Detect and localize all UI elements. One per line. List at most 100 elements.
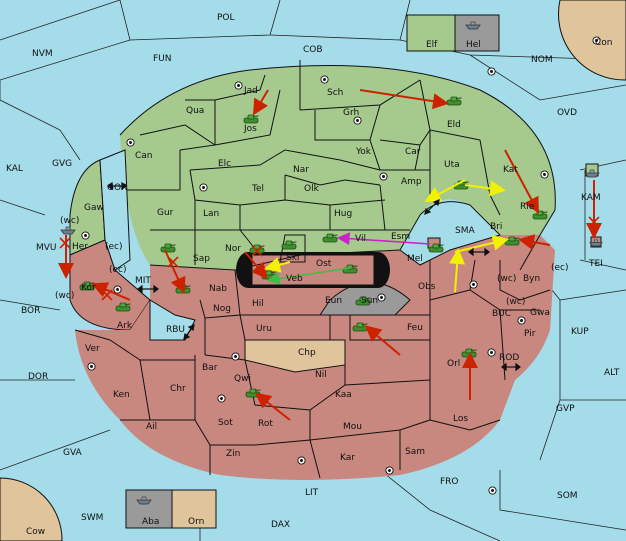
- box-bottom-left-label: Aba: [142, 517, 159, 527]
- label-ken: Ken: [113, 390, 130, 400]
- label-som: SOM: [557, 491, 578, 501]
- province-cow[interactable]: [0, 477, 63, 541]
- green-territory[interactable]: [120, 65, 556, 271]
- supply-center-icon: [320, 75, 329, 84]
- two-way-arrow-icon: [468, 247, 490, 257]
- supply-center-icon: [199, 183, 208, 192]
- label-tei: TEI: [588, 259, 603, 269]
- label-jad: Jad: [243, 86, 258, 96]
- box-bottom-left[interactable]: [125, 489, 173, 529]
- label-gvg: GVG: [52, 159, 72, 169]
- label-chr: Chr: [170, 384, 186, 394]
- label-vil: Vil: [355, 234, 366, 244]
- label-gaw: Gaw: [84, 203, 104, 213]
- supply-center-icon: [87, 362, 96, 371]
- label-nil: Nil: [315, 370, 327, 380]
- label-jos: Jos: [243, 124, 257, 134]
- supply-center-icon: [517, 316, 526, 325]
- box-top-left[interactable]: [406, 14, 456, 52]
- province-con[interactable]: [558, 0, 626, 81]
- supply-center-icon: [217, 394, 226, 403]
- label-rot: Rot: [258, 419, 273, 429]
- supply-center-icon: [540, 170, 549, 179]
- label-nar: Nar: [293, 165, 309, 175]
- label-sap: Sap: [193, 254, 210, 264]
- label-pir: Pir: [524, 329, 536, 339]
- box-bottom-right[interactable]: [171, 489, 217, 529]
- supply-center-icon: [487, 348, 496, 357]
- label-kam: KAM: [581, 193, 601, 203]
- coast-tag: (wc): [55, 291, 74, 301]
- label-bor: BOR: [21, 306, 40, 316]
- label-cow: Cow: [26, 527, 45, 537]
- label-gur: Gur: [157, 208, 174, 218]
- label-ver: Ver: [85, 344, 100, 354]
- label-kar: Kar: [340, 453, 355, 463]
- supply-center-icon: [297, 456, 306, 465]
- label-ark: Ark: [117, 321, 133, 331]
- label-veb: Veb: [286, 274, 303, 284]
- label-cob: COB: [303, 45, 323, 55]
- label-sam: Sam: [405, 447, 425, 457]
- coast-tag: (wc): [506, 297, 525, 307]
- orders: [58, 89, 602, 421]
- box-bottom-right-label: Orn: [188, 517, 204, 527]
- province-labels: POL NVM FUN COB NOM OVD KAL GVG GOR MIT …: [6, 13, 620, 537]
- box-bottom: Aba Orn: [125, 489, 217, 529]
- label-obs: Obs: [418, 282, 436, 292]
- box-top-right-label: Hel: [466, 40, 481, 50]
- label-byn: Byn: [523, 274, 540, 284]
- sea-sma[interactable]: [399, 201, 501, 266]
- failed-order-icon: [101, 289, 113, 301]
- label-gor: GOR: [107, 183, 127, 193]
- label-sma: SMA: [455, 226, 475, 236]
- supply-center-icon: [385, 466, 394, 475]
- label-gva: GVA: [63, 448, 83, 458]
- label-mel: Mel: [407, 254, 423, 264]
- label-bri: Bri: [490, 222, 502, 232]
- supply-center-icon: [487, 67, 496, 76]
- box-top-right[interactable]: [454, 14, 500, 52]
- label-olk: Olk: [304, 184, 320, 194]
- label-sun: Sun: [361, 296, 378, 306]
- supply-center-icon: [379, 172, 388, 181]
- supply-center-icon: [234, 81, 243, 90]
- label-amp: Amp: [401, 177, 422, 187]
- label-grh: Grh: [343, 108, 359, 118]
- label-yok: Yok: [355, 147, 372, 157]
- failed-order-icon: [59, 237, 71, 249]
- failed-order-icon: [167, 256, 179, 268]
- label-mou: Mou: [343, 422, 362, 432]
- label-her: Her: [72, 242, 88, 252]
- label-fun: FUN: [153, 54, 172, 64]
- label-nom: NOM: [531, 55, 553, 65]
- label-nor: Nor: [225, 244, 241, 254]
- label-rie: Rie: [520, 202, 535, 212]
- sea-gor-channel[interactable]: [99, 149, 131, 271]
- supply-center-icon: [377, 293, 386, 302]
- label-ost: Ost: [316, 259, 332, 269]
- label-kat: Kat: [503, 165, 518, 175]
- label-zin: Zin: [226, 449, 240, 459]
- label-bar: Bar: [202, 363, 218, 373]
- label-skr: Skr: [286, 253, 301, 263]
- coast-tag: (ec): [551, 263, 569, 273]
- coast-tags: (wc) (ec) (ec) (wc) (wc) (ec) (wc): [55, 216, 569, 307]
- label-gvp: GVP: [556, 404, 575, 414]
- label-nog: Nog: [213, 304, 231, 314]
- label-uru: Uru: [256, 324, 272, 334]
- label-esm: Esm: [391, 232, 410, 242]
- label-mit: MIT: [135, 276, 151, 286]
- two-way-arrow-icon: [501, 362, 521, 372]
- label-alt: ALT: [604, 368, 620, 378]
- label-chp: Chp: [298, 348, 316, 358]
- label-qua: Qua: [186, 106, 204, 116]
- label-ovd: OVD: [557, 108, 577, 118]
- label-sot: Sot: [218, 418, 233, 428]
- label-dor: DOR: [28, 372, 48, 382]
- two-way-arrow-icon: [183, 324, 195, 340]
- label-mvu: MVU: [36, 243, 57, 253]
- box-top-left-label: Elf: [426, 40, 438, 50]
- province-borders-red: [74, 234, 551, 479]
